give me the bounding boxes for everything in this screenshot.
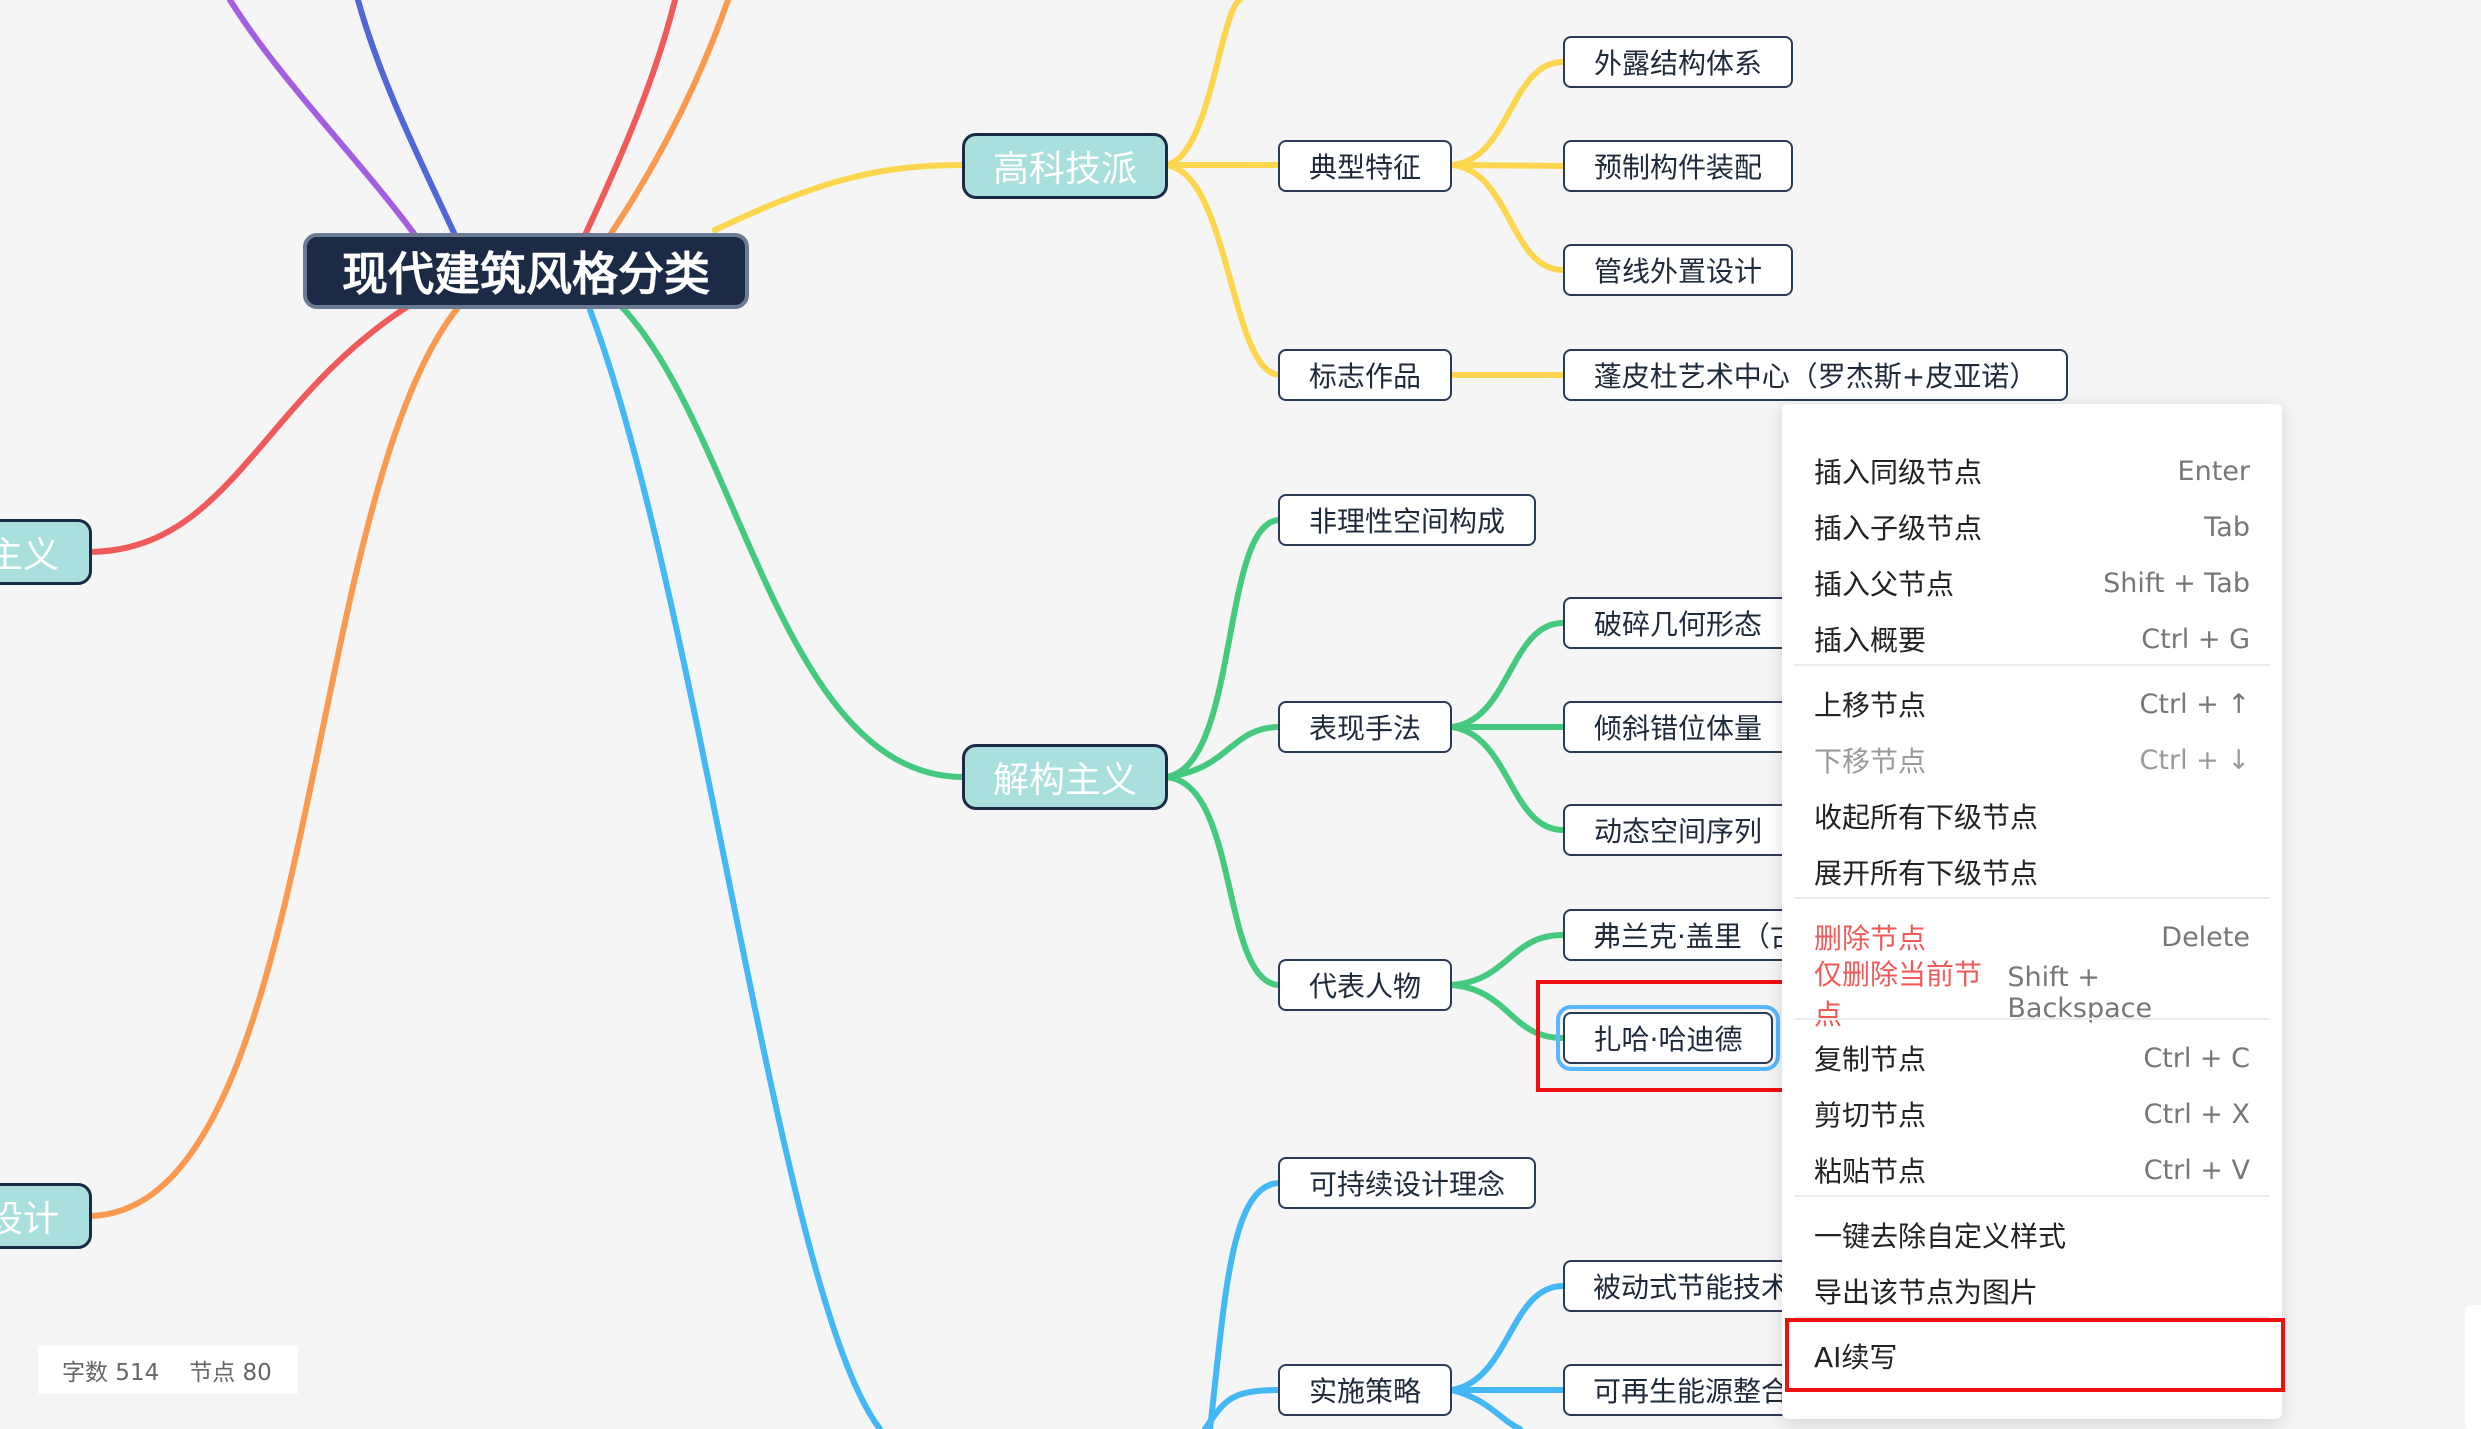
menu-item-shortcut: Ctrl + X bbox=[2143, 1098, 2250, 1130]
node-representatives[interactable]: 代表人物 bbox=[1278, 959, 1452, 1011]
menu-item-shortcut: Ctrl + V bbox=[2143, 1154, 2250, 1186]
menu-item-label: AI续写 bbox=[1814, 1341, 1898, 1374]
menu-item-insert-sibling[interactable]: 插入同级节点 Enter bbox=[1782, 443, 2282, 499]
menu-item-label: 收起所有下级节点 bbox=[1814, 801, 2039, 834]
node-method-1[interactable]: 破碎几何形态 bbox=[1563, 597, 1793, 649]
root-node[interactable]: 现代建筑风格分类 bbox=[303, 233, 749, 309]
highlight-box-ai-continue bbox=[1785, 1318, 2285, 1392]
node-person-2-selected[interactable]: 扎哈·哈迪德 bbox=[1556, 1005, 1780, 1071]
menu-divider bbox=[1794, 664, 2270, 666]
menu-item-label: 复制节点 bbox=[1814, 1043, 1927, 1076]
menu-divider bbox=[1794, 1316, 2270, 1318]
menu-item-delete-node[interactable]: 删除节点 Delete bbox=[1782, 909, 2282, 965]
menu-item-insert-child[interactable]: 插入子级节点 Tab bbox=[1782, 499, 2282, 555]
menu-divider bbox=[1794, 1195, 2270, 1197]
branch-node-high-tech[interactable]: 高科技派 bbox=[962, 133, 1168, 199]
node-strategies[interactable]: 实施策略 bbox=[1278, 1364, 1452, 1416]
menu-divider bbox=[1794, 1018, 2270, 1020]
menu-item-collapse-all[interactable]: 收起所有下级节点 bbox=[1782, 788, 2282, 844]
menu-item-label: 插入父节点 bbox=[1814, 568, 1955, 601]
node-strategy-2[interactable]: 可再生能源整合 bbox=[1563, 1364, 1803, 1416]
menu-item-label: 导出该节点为图片 bbox=[1814, 1276, 2039, 1309]
menu-item-shortcut: Ctrl + ↑ bbox=[2139, 688, 2250, 720]
node-sustainable-concept[interactable]: 可持续设计理念 bbox=[1278, 1157, 1536, 1209]
menu-item-export-image[interactable]: 导出该节点为图片 bbox=[1782, 1263, 2282, 1319]
menu-item-label: 剪切节点 bbox=[1814, 1099, 1927, 1132]
node-strategy-1[interactable]: 被动式节能技术 bbox=[1563, 1260, 1803, 1312]
menu-item-label: 删除节点 bbox=[1814, 922, 1927, 955]
side-panel-handle[interactable] bbox=[2465, 1305, 2481, 1429]
menu-item-shortcut: Delete bbox=[2161, 921, 2250, 953]
node-method-2[interactable]: 倾斜错位体量 bbox=[1563, 701, 1793, 753]
menu-item-shortcut: Ctrl + ↓ bbox=[2139, 744, 2250, 776]
node-count: 节点 80 bbox=[189, 1360, 272, 1386]
highlight-box-selected-node bbox=[1536, 980, 1786, 1092]
branch-node-deconstructivism[interactable]: 解构主义 bbox=[962, 744, 1168, 810]
menu-item-label: 插入子级节点 bbox=[1814, 512, 1983, 545]
menu-item-label: 仅删除当前节点 bbox=[1814, 958, 1983, 1031]
node-feature-2[interactable]: 预制构件装配 bbox=[1563, 140, 1793, 192]
menu-item-ai-continue[interactable]: AI续写 bbox=[1782, 1328, 2282, 1384]
node-landmark-works[interactable]: 标志作品 bbox=[1278, 349, 1452, 401]
word-count: 字数 514 bbox=[62, 1360, 160, 1386]
node-typical-features[interactable]: 典型特征 bbox=[1278, 140, 1452, 192]
menu-item-copy[interactable]: 复制节点 Ctrl + C bbox=[1782, 1030, 2282, 1086]
menu-item-delete-current[interactable]: 仅删除当前节点 Shift + Backspace bbox=[1782, 958, 2282, 1031]
context-menu: 插入同级节点 Enter 插入子级节点 Tab 插入父节点 Shift + Ta… bbox=[1782, 404, 2282, 1419]
branch-node-left-bottom[interactable]: 设计 bbox=[0, 1183, 92, 1249]
menu-item-label: 插入概要 bbox=[1814, 624, 1927, 657]
menu-item-paste[interactable]: 粘贴节点 Ctrl + V bbox=[1782, 1142, 2282, 1198]
menu-item-shortcut: Ctrl + C bbox=[2143, 1042, 2250, 1074]
menu-item-label: 上移节点 bbox=[1814, 689, 1927, 722]
menu-item-label: 插入同级节点 bbox=[1814, 456, 1983, 489]
branch-node-left-top[interactable]: 主义 bbox=[0, 519, 92, 585]
node-feature-3[interactable]: 管线外置设计 bbox=[1563, 244, 1793, 296]
node-methods[interactable]: 表现手法 bbox=[1278, 701, 1452, 753]
node-irrational-space[interactable]: 非理性空间构成 bbox=[1278, 494, 1536, 546]
menu-item-cut[interactable]: 剪切节点 Ctrl + X bbox=[1782, 1086, 2282, 1142]
menu-item-label: 粘贴节点 bbox=[1814, 1155, 1927, 1188]
menu-item-shortcut: Tab bbox=[2204, 511, 2250, 543]
menu-item-shortcut: Shift + Backspace bbox=[2007, 962, 2153, 1024]
menu-item-shortcut: Shift + Tab bbox=[2103, 567, 2250, 599]
menu-divider bbox=[1794, 897, 2270, 899]
menu-item-move-down[interactable]: 下移节点 Ctrl + ↓ bbox=[1782, 732, 2282, 788]
menu-item-label: 展开所有下级节点 bbox=[1814, 857, 2039, 890]
menu-item-insert-summary[interactable]: 插入概要 Ctrl + G bbox=[1782, 611, 2282, 667]
menu-item-insert-parent[interactable]: 插入父节点 Shift + Tab bbox=[1782, 555, 2282, 611]
node-person-1[interactable]: 弗兰克·盖里（古 bbox=[1563, 909, 1813, 961]
menu-item-label: 下移节点 bbox=[1814, 745, 1927, 778]
menu-item-shortcut: Ctrl + G bbox=[2141, 623, 2250, 655]
menu-item-label: 一键去除自定义样式 bbox=[1814, 1220, 2067, 1253]
menu-item-shortcut: Enter bbox=[2177, 455, 2250, 487]
menu-item-expand-all[interactable]: 展开所有下级节点 bbox=[1782, 844, 2282, 900]
menu-item-remove-custom-style[interactable]: 一键去除自定义样式 bbox=[1782, 1207, 2282, 1263]
stats-bar: 字数 514 节点 80 bbox=[38, 1346, 298, 1394]
menu-item-move-up[interactable]: 上移节点 Ctrl + ↑ bbox=[1782, 676, 2282, 732]
node-method-3[interactable]: 动态空间序列 bbox=[1563, 804, 1793, 856]
node-feature-1[interactable]: 外露结构体系 bbox=[1563, 36, 1793, 88]
node-work-1[interactable]: 蓬皮杜艺术中心（罗杰斯+皮亚诺） bbox=[1563, 349, 2068, 401]
